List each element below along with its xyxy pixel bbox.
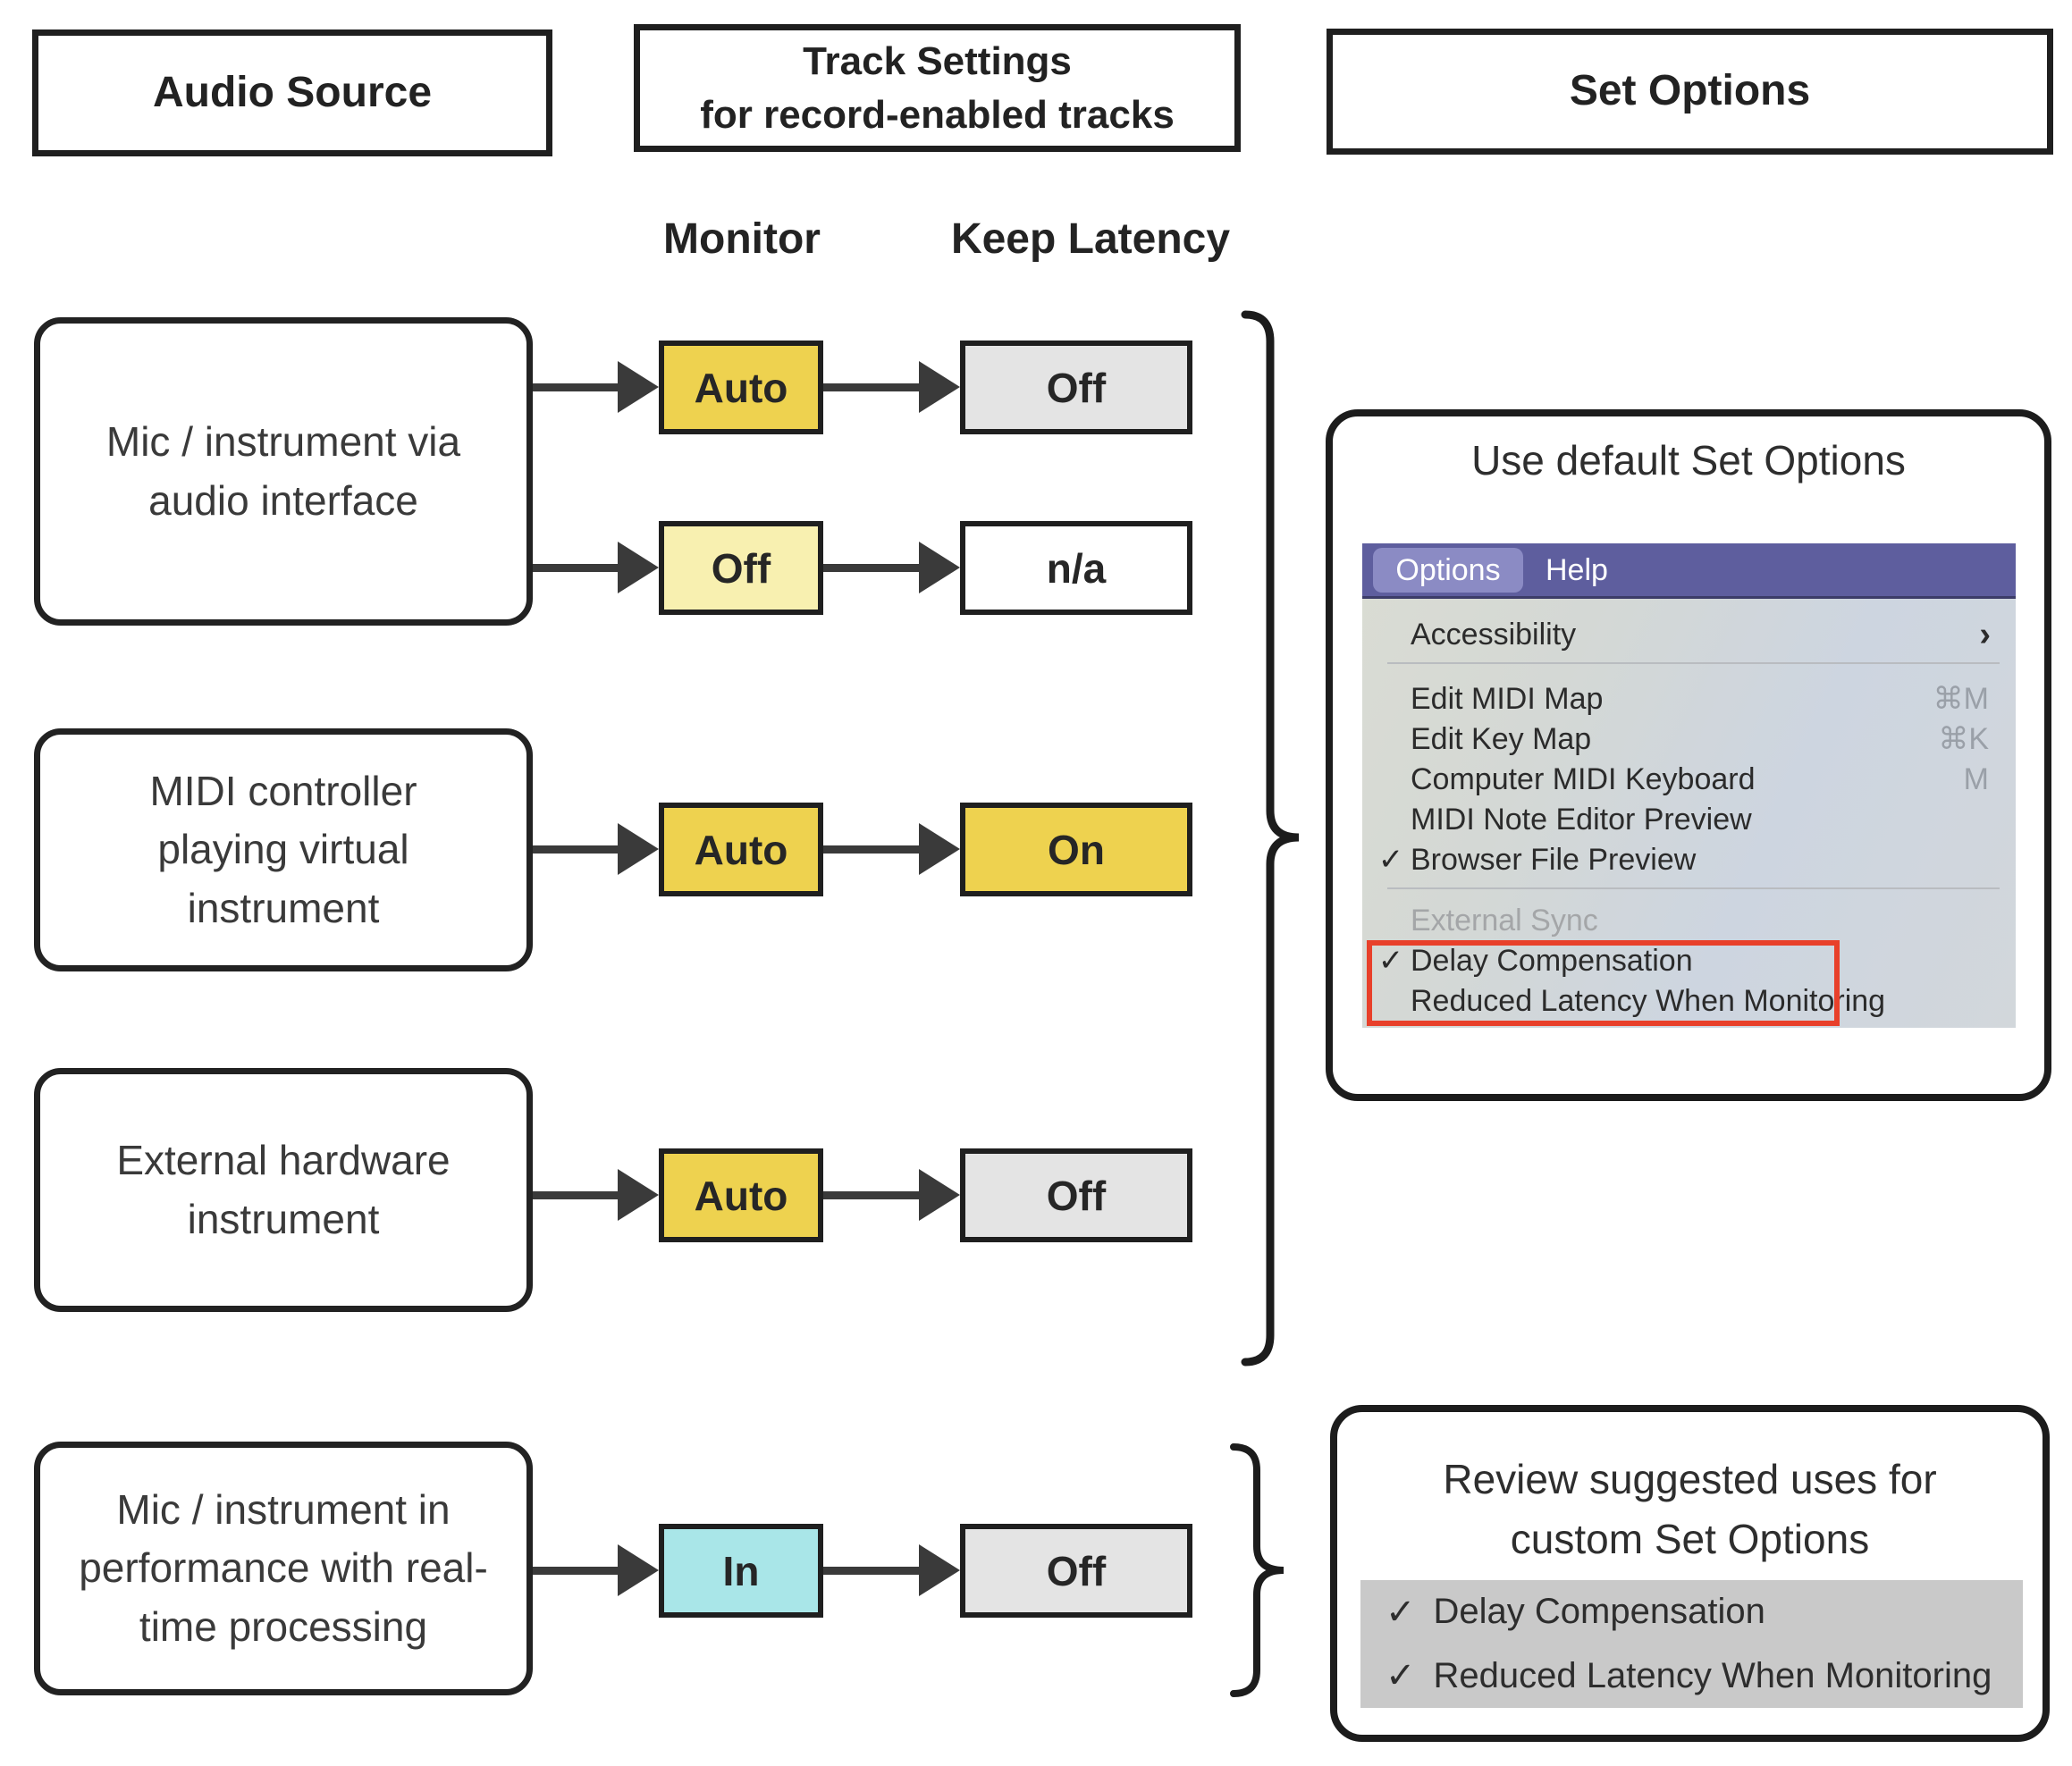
menu-item-label: Reduced Latency When Monitoring [1411,983,1886,1018]
custom-panel-title: Review suggested uses for custom Set Opt… [1330,1450,2050,1568]
source-box-mic-performance: Mic / instrument in performance with rea… [34,1442,533,1695]
source-label: Mic / instrument via audio interface [105,418,461,524]
arrow-head-icon [618,1544,659,1596]
checkmark-icon: ✓ [1386,1656,1416,1696]
submenu-chevron-icon: › [1979,615,1991,653]
column-label-keep-latency: Keep Latency [950,215,1231,263]
source-label: MIDI controller playing virtual instrume… [149,768,417,931]
menu-item-accessibility[interactable]: Accessibility › [1362,615,2016,654]
keep-latency-value-row5: Off [960,1524,1192,1618]
menu-item-external-sync: External Sync [1362,901,2016,940]
keep-latency-value-row3: On [960,803,1192,896]
menu-separator [1387,887,2000,889]
custom-option-reduced-latency: ✓ Reduced Latency When Monitoring [1386,1655,2023,1696]
menu-item-midi-note-editor-preview[interactable]: MIDI Note Editor Preview [1362,800,2016,839]
arrow-line [823,1567,922,1575]
keep-latency-value-row2: n/a [960,521,1192,615]
header-track-settings-line2: for record-enabled tracks [700,92,1175,137]
arrow-head-icon [919,823,960,875]
custom-panel-title-text: Review suggested uses for custom Set Opt… [1443,1456,1937,1562]
arrow-head-icon [618,1169,659,1221]
menu-item-label: Delay Compensation [1411,943,1693,978]
arrow-line [533,564,621,572]
default-panel-title: Use default Set Options [1471,437,1906,484]
arrow-head-icon [919,1169,960,1221]
header-set-options-label: Set Options [1569,67,1811,115]
source-label: External hardware instrument [116,1137,451,1242]
arrow-line [823,1191,922,1199]
arrow-head-icon [919,1544,960,1596]
menu-item-reduced-latency[interactable]: Reduced Latency When Monitoring [1362,981,2016,1021]
menu-item-label: Computer MIDI Keyboard [1411,761,1756,796]
arrow-head-icon [919,361,960,413]
arrow-head-icon [618,542,659,593]
source-box-mic-audio-interface: Mic / instrument via audio interface [34,317,533,626]
arrow-line [533,1191,621,1199]
keep-latency-value-row4: Off [960,1148,1192,1242]
column-label-monitor: Monitor [663,215,821,263]
arrow-line [533,383,621,391]
arrow-head-icon [618,361,659,413]
monitor-value-row3: Auto [659,803,823,896]
menu-item-edit-midi-map[interactable]: Edit MIDI Map ⌘M [1362,679,2016,719]
source-label: Mic / instrument in performance with rea… [79,1486,488,1650]
menu-item-label: Edit MIDI Map [1411,681,1604,716]
menu-item-computer-midi-keyboard[interactable]: Computer MIDI Keyboard M [1362,760,2016,799]
menu-shortcut: M [1963,761,1989,796]
arrow-head-icon [919,542,960,593]
arrow-line [823,845,922,854]
keep-latency-value-row1: Off [960,341,1192,434]
custom-option-delay-compensation: ✓ Delay Compensation [1386,1592,2023,1633]
brace-custom-group-icon [1230,1443,1284,1697]
arrow-line [533,845,621,854]
arrow-head-icon [618,823,659,875]
monitor-value-row5: In [659,1524,823,1618]
custom-option-label: Reduced Latency When Monitoring [1433,1655,1992,1695]
menu-separator [1387,662,2000,664]
custom-option-label: Delay Compensation [1433,1592,1765,1632]
menu-item-delay-compensation[interactable]: ✓ Delay Compensation [1362,941,2016,980]
menu-item-label: Browser File Preview [1411,842,1697,877]
header-audio-source: Audio Source [32,29,552,156]
monitor-value-row2: Off [659,521,823,615]
menu-item-label: MIDI Note Editor Preview [1411,802,1752,837]
options-menu-screenshot: Options Help Accessibility › Edit MIDI M… [1362,543,2016,1028]
custom-panel-option-list: ✓ Delay Compensation ✓ Reduced Latency W… [1360,1580,2023,1708]
arrow-line [823,564,922,572]
menu-shortcut: ⌘M [1933,682,1989,716]
checkmark-icon: ✓ [1377,843,1404,877]
monitor-value-row1: Auto [659,341,823,434]
menu-shortcut: ⌘K [1938,722,1989,756]
menu-item-label: Accessibility [1411,617,1577,652]
header-set-options: Set Options [1327,29,2053,155]
menu-help[interactable]: Help [1546,552,1608,587]
menu-item-browser-file-preview[interactable]: ✓ Browser File Preview [1362,840,2016,879]
source-box-external-hardware: External hardware instrument [34,1068,533,1312]
header-track-settings-label: Track Settings for record-enabled tracks [700,35,1175,141]
source-box-midi-controller: MIDI controller playing virtual instrume… [34,728,533,971]
brace-default-group-icon [1241,310,1300,1367]
monitor-value-row4: Auto [659,1148,823,1242]
menu-item-label: External Sync [1411,903,1598,938]
arrow-line [823,383,922,391]
arrow-line [533,1567,621,1575]
menu-item-label: Edit Key Map [1411,721,1592,756]
menu-bar: Options Help [1362,543,2016,599]
menu-options[interactable]: Options [1373,548,1523,593]
menu-item-edit-key-map[interactable]: Edit Key Map ⌘K [1362,719,2016,759]
header-track-settings-line1: Track Settings [803,39,1072,84]
checkmark-icon: ✓ [1377,944,1404,978]
header-track-settings: Track Settings for record-enabled tracks [634,24,1241,152]
checkmark-icon: ✓ [1386,1592,1416,1632]
header-audio-source-label: Audio Source [152,68,433,116]
